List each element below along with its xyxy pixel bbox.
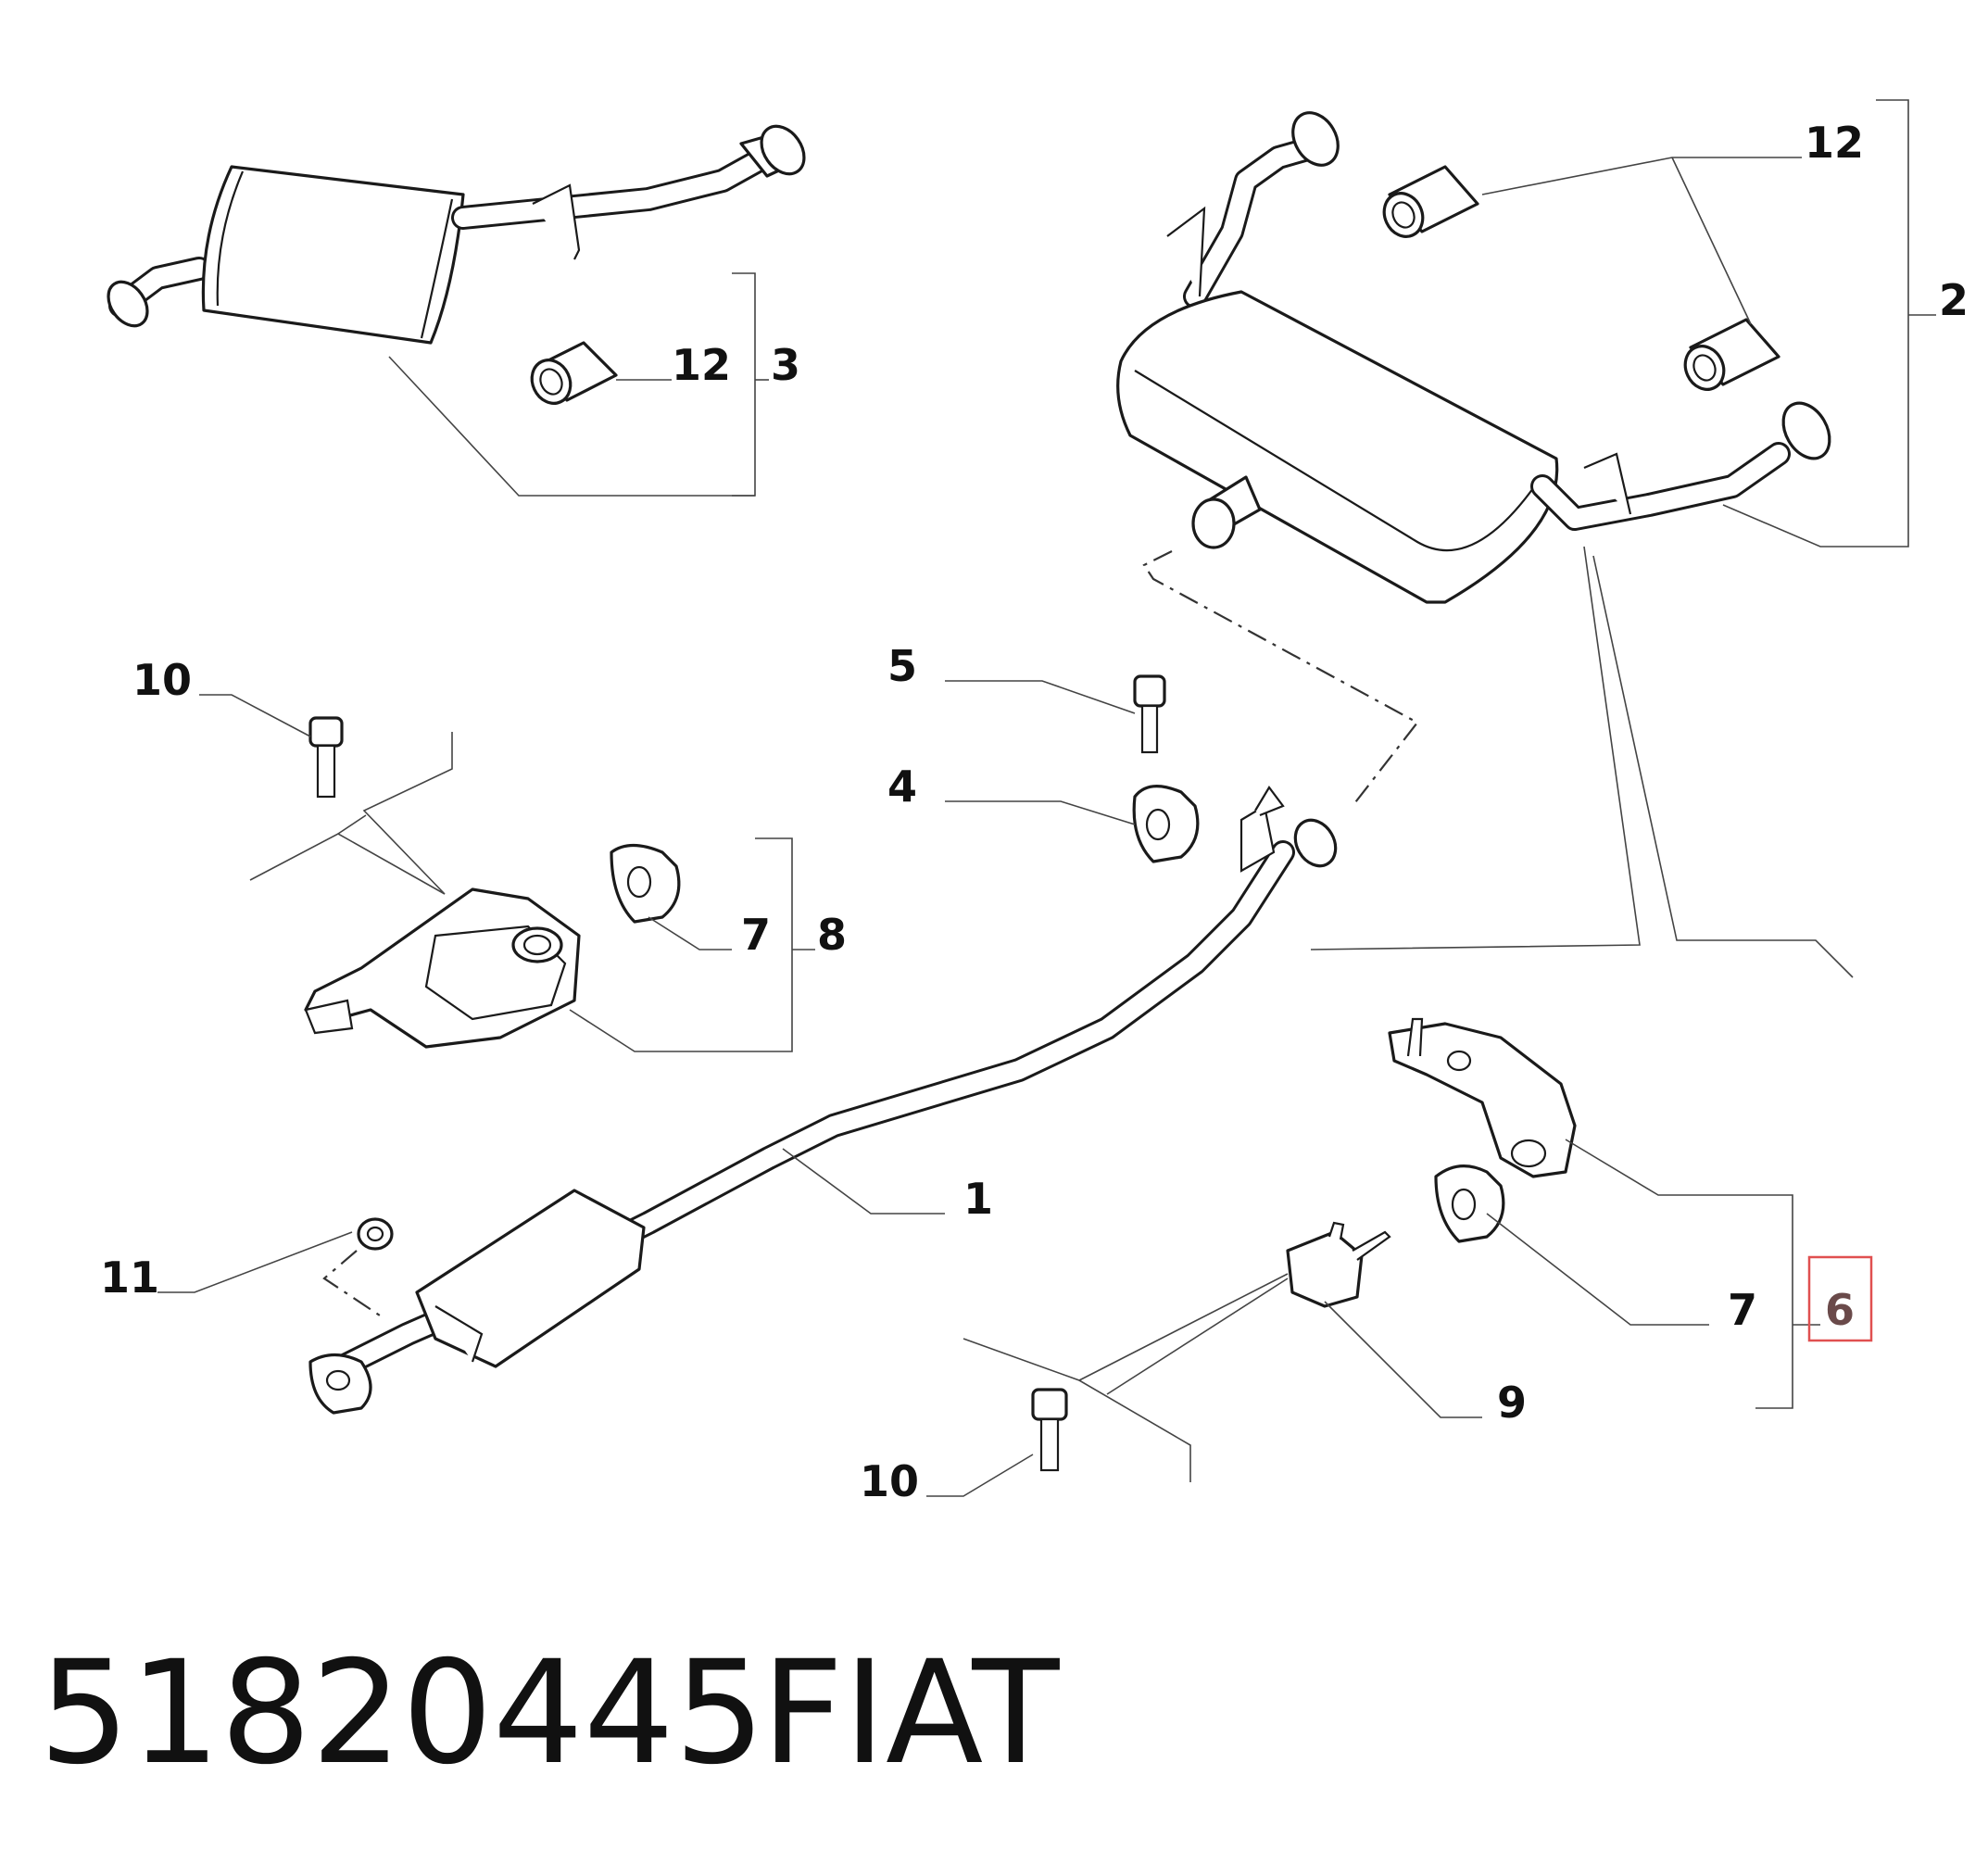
pipe-hanger-9 <box>1286 1221 1391 1308</box>
leader-3-silencer <box>388 356 755 497</box>
callout-11: 11 <box>100 1252 159 1303</box>
callout-3: 3 <box>771 340 800 390</box>
callout-10-bottom: 10 <box>860 1456 919 1506</box>
leader-8-frame-a <box>249 732 453 895</box>
bush-12-right-bottom <box>1683 318 1780 391</box>
leader-10-bottom <box>926 1454 1034 1497</box>
callout-8: 8 <box>817 910 847 960</box>
leader-10-left <box>199 694 311 737</box>
nut-11 <box>357 1217 394 1251</box>
leader-9-frame <box>963 1338 1191 1482</box>
exhaust-system-diagram: 1 2 3 4 5 6 7 7 8 9 10 10 11 12 12 <box>100 99 1969 1506</box>
bolt-10-left <box>308 716 344 799</box>
leader-9-frame-b <box>1078 1273 1289 1381</box>
leader-11 <box>157 1231 353 1293</box>
leader-12-right <box>1481 157 1802 195</box>
rubber-mount-4 <box>1132 785 1200 863</box>
leader-12-right-b <box>1671 157 1752 325</box>
rear-silencer-right <box>1116 111 1831 604</box>
rubber-mount-7-left <box>610 843 681 924</box>
rear-silencer-left <box>107 124 806 345</box>
support-bracket-8 <box>304 887 581 1049</box>
callout-7-left: 7 <box>741 910 771 960</box>
brand-name: FIAT <box>761 1630 1060 1796</box>
part-number: 51820445 <box>39 1630 765 1796</box>
leader-8-frame-b <box>337 814 367 835</box>
leader-5 <box>945 680 1136 714</box>
callout-4: 4 <box>887 762 917 812</box>
leader-1 <box>782 1148 945 1215</box>
bush-12-right-top <box>1382 165 1479 238</box>
bush-12-left <box>530 341 618 405</box>
assembly-line-2 <box>1310 546 1641 950</box>
support-bracket-6 <box>1388 1017 1577 1178</box>
bracket-6 <box>1565 1139 1793 1409</box>
callout-5: 5 <box>887 641 917 691</box>
callout-6: 6 <box>1825 1285 1855 1335</box>
bracket-2 <box>1722 99 1909 548</box>
bolt-10-bottom <box>1031 1388 1068 1472</box>
bolt-5 <box>1133 674 1166 754</box>
leader-7-left <box>648 916 732 950</box>
callout-1: 1 <box>963 1174 993 1224</box>
leader-9-frame-c <box>1106 1278 1289 1395</box>
callout-10-left: 10 <box>132 655 192 705</box>
callout-9: 9 <box>1497 1378 1527 1428</box>
assembly-line-nut <box>322 1250 381 1316</box>
highlight-box-6 <box>1807 1255 1873 1342</box>
leader-7-right <box>1486 1213 1709 1326</box>
leader-4 <box>945 800 1136 825</box>
rubber-mount-7-right <box>1434 1164 1505 1243</box>
assembly-line-1 <box>1142 550 1419 807</box>
bracket-3 <box>732 272 756 497</box>
assembly-line-3 <box>1592 555 1854 978</box>
callout-2: 2 <box>1939 275 1969 325</box>
callout-12-right: 12 <box>1805 118 1864 168</box>
bracket-8 <box>569 837 793 1052</box>
callout-7-right: 7 <box>1728 1285 1757 1335</box>
leader-9 <box>1324 1301 1482 1418</box>
front-pipe <box>308 786 1338 1415</box>
callout-12-left: 12 <box>672 340 731 390</box>
